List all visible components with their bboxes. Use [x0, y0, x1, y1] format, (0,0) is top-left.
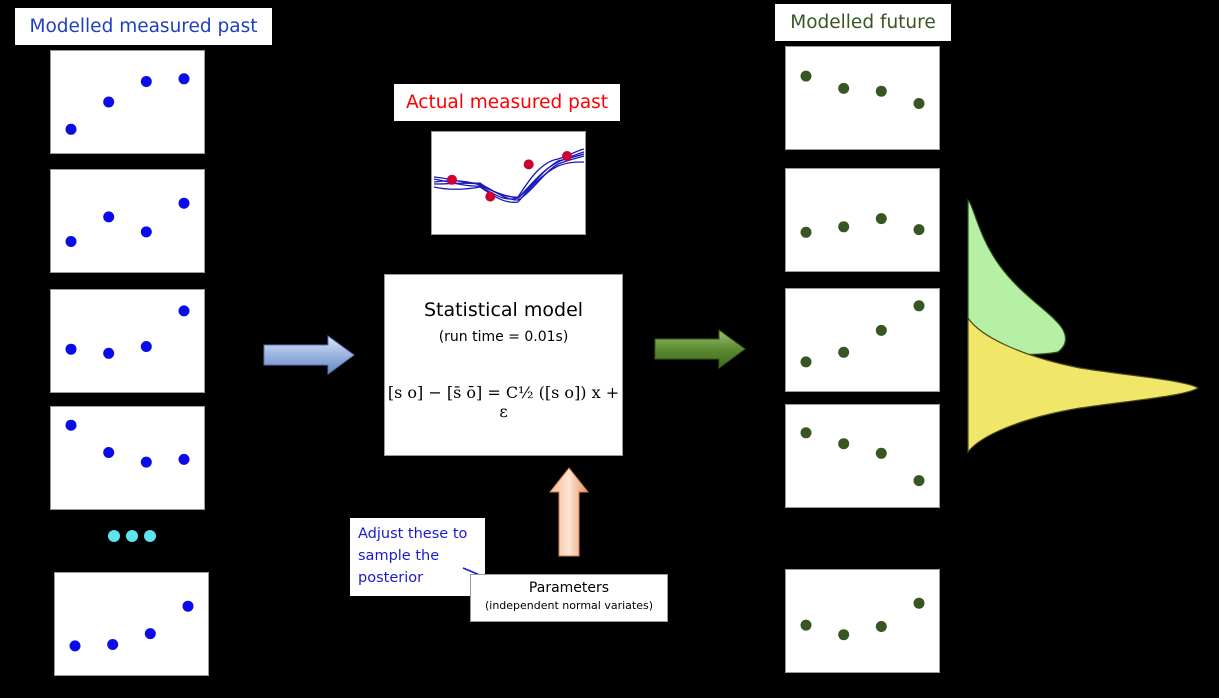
panel-plot	[65, 73, 190, 135]
past-panel	[50, 406, 205, 510]
past-panel	[50, 50, 205, 154]
data-point	[913, 224, 925, 236]
future-panel	[785, 168, 940, 272]
data-point	[800, 427, 812, 439]
sample-curve	[433, 155, 585, 201]
actual-past-panel	[431, 131, 586, 235]
past-panel	[54, 572, 209, 676]
actual-data-point	[485, 191, 496, 202]
actual-measured-past-text: Actual measured past	[405, 92, 609, 113]
parameters-subtitle: (independent normal variates)	[484, 599, 654, 612]
data-point	[103, 447, 115, 458]
distribution-yellow	[967, 316, 1200, 454]
data-point	[875, 213, 887, 225]
future-panel	[785, 404, 940, 508]
data-point	[140, 341, 152, 352]
data-point	[65, 236, 77, 247]
data-point	[103, 96, 115, 108]
panel-plot	[800, 300, 925, 368]
data-point	[107, 639, 119, 650]
data-point	[875, 621, 887, 632]
data-point	[140, 76, 152, 87]
data-point	[65, 123, 77, 135]
blue-arrow	[263, 335, 355, 375]
data-point	[838, 82, 850, 94]
data-point	[103, 347, 115, 359]
sample-curve	[433, 151, 585, 200]
green-arrow	[654, 329, 746, 369]
modelled-future-label: Modelled future	[775, 4, 951, 41]
data-point	[69, 640, 81, 652]
data-point	[178, 453, 190, 465]
data-point	[913, 597, 925, 609]
future-panel	[785, 569, 940, 673]
ellipsis-dot	[144, 530, 156, 542]
sample-curve	[433, 161, 585, 203]
actual-past-plot	[433, 148, 585, 203]
data-point	[875, 85, 887, 97]
panel-plot	[800, 70, 925, 109]
actual-measured-past-label: Actual measured past	[394, 84, 620, 121]
parameters-box: Parameters (independent normal variates)	[470, 574, 668, 622]
panel-plot	[65, 305, 190, 359]
data-point	[838, 438, 850, 450]
actual-data-point	[447, 174, 457, 185]
data-point	[875, 324, 887, 336]
orange-arrow	[548, 467, 590, 557]
data-point	[913, 98, 925, 109]
statistical-model-box: Statistical model (run time = 0.01s) [s …	[384, 274, 623, 456]
data-point	[140, 226, 152, 238]
parameters-title: Parameters	[528, 580, 610, 596]
statistical-model-runtime: (run time = 0.01s)	[438, 329, 569, 345]
data-point	[800, 70, 812, 82]
data-point	[144, 628, 156, 640]
data-point	[65, 419, 77, 431]
data-point	[875, 447, 887, 459]
data-point	[838, 221, 850, 233]
data-point	[913, 300, 925, 312]
actual-data-point	[562, 151, 572, 161]
data-point	[800, 356, 812, 368]
adjust-hint-text: Adjust these to sample the posterior	[358, 526, 468, 586]
ellipsis-dots	[108, 530, 156, 542]
future-panel	[785, 288, 940, 392]
sample-curve	[433, 153, 585, 199]
panel-plot	[800, 213, 925, 238]
statistical-model-title: Statistical model	[423, 299, 584, 321]
modelled-measured-past-label: Modelled measured past	[15, 8, 272, 45]
panel-plot	[69, 600, 194, 652]
data-point	[65, 343, 77, 355]
panel-plot	[800, 597, 925, 641]
data-point	[838, 346, 850, 358]
data-point	[838, 629, 850, 641]
data-point	[913, 475, 925, 487]
data-point	[800, 619, 812, 631]
modelled-future-text: Modelled future	[790, 12, 936, 33]
panel-plot	[65, 197, 190, 247]
panel-plot	[65, 419, 190, 468]
data-point	[140, 456, 152, 468]
ellipsis-dot	[108, 530, 120, 542]
future-panel	[785, 46, 940, 150]
adjust-hint-box: Adjust these to sample the posterior	[350, 518, 485, 596]
data-point	[800, 226, 812, 238]
past-panel	[50, 289, 205, 393]
past-panel	[50, 169, 205, 273]
panel-plot	[800, 427, 925, 487]
posterior-distribution	[967, 198, 1200, 454]
modelled-measured-past-text: Modelled measured past	[29, 16, 258, 37]
ellipsis-dot	[126, 530, 138, 542]
data-point	[178, 197, 190, 209]
data-point	[178, 305, 190, 317]
actual-data-point	[523, 159, 534, 170]
data-point	[178, 73, 190, 85]
data-point	[182, 600, 194, 612]
data-point	[103, 211, 115, 223]
statistical-model-equation: [s o] − [s̄ ō] = C½ ([s o]) x + ε	[387, 383, 620, 421]
